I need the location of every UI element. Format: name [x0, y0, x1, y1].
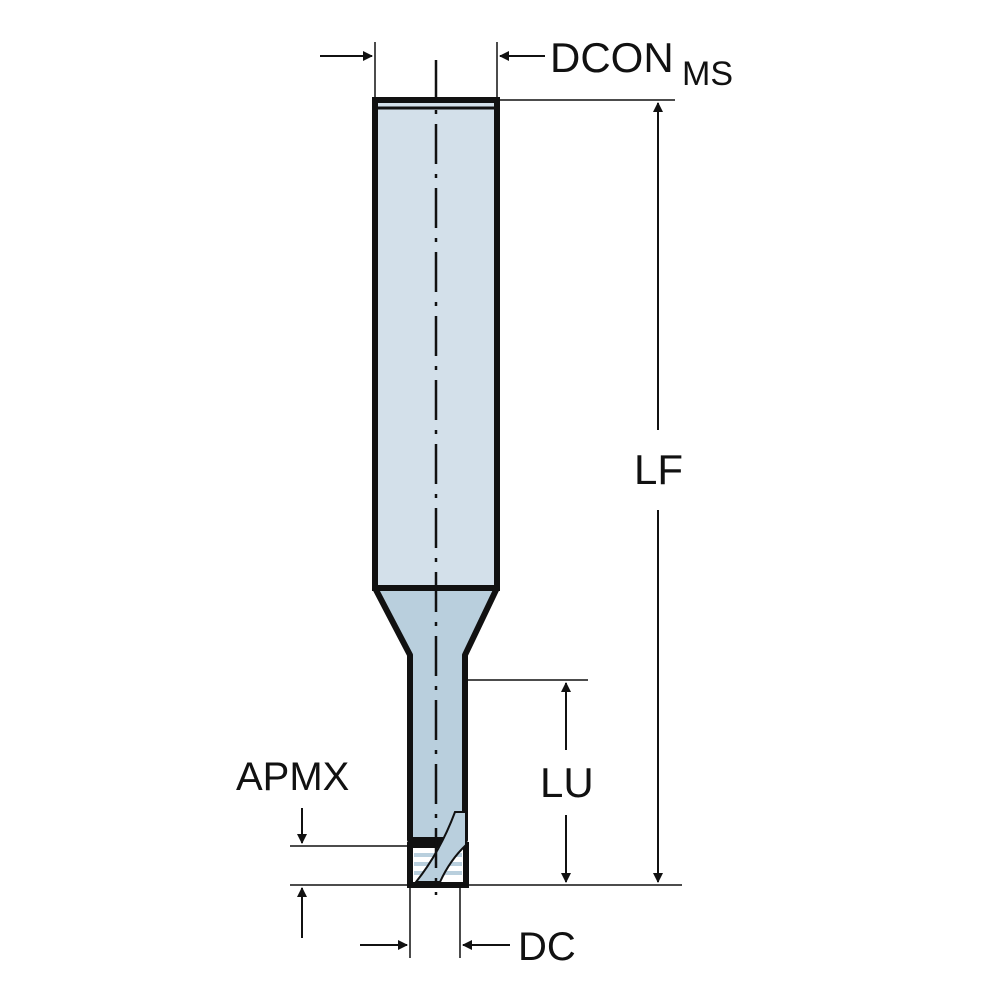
lu-label: LU [540, 759, 594, 806]
tool-body [372, 60, 500, 895]
dcon-subscript: MS [682, 55, 733, 93]
dcon-dimension: DCON MS [320, 34, 733, 100]
lu-dimension: LU [465, 679, 594, 883]
lf-dimension: LF [497, 99, 683, 883]
apmx-label: APMX [236, 755, 349, 799]
dc-dimension: DC [360, 885, 576, 969]
dcon-label: DCON [550, 34, 674, 81]
apmx-dimension: APMX [236, 755, 410, 938]
lf-label: LF [634, 446, 683, 493]
dc-label: DC [518, 925, 576, 969]
